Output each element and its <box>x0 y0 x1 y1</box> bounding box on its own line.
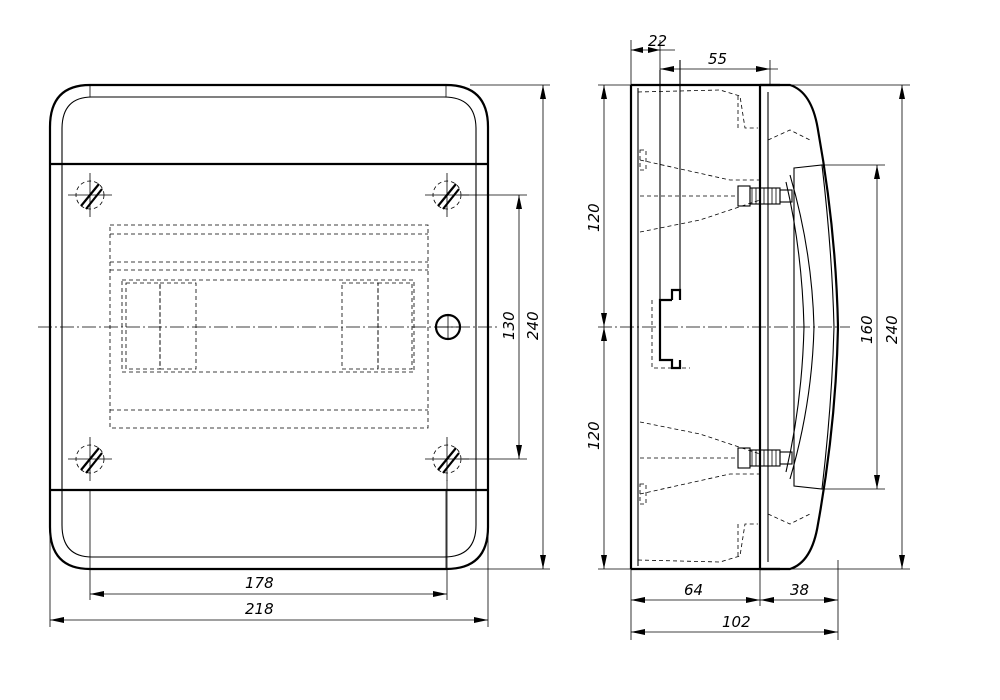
dim-label-160: 160 <box>858 315 876 344</box>
front-screw <box>425 437 469 481</box>
front-screw <box>68 173 112 217</box>
front-hidden-window <box>109 224 429 429</box>
dim-label-130: 130 <box>500 311 518 340</box>
dim-240-side: 240 <box>790 84 910 570</box>
dim-label-218: 218 <box>245 600 274 618</box>
front-hidden-module <box>377 282 413 370</box>
side-hidden-bottom <box>637 523 758 563</box>
front-hidden-rail <box>121 279 415 373</box>
side-hidden-top <box>637 89 758 129</box>
side-hidden-clip <box>639 483 647 505</box>
side-hidden-rail <box>651 300 690 369</box>
dim-130: 130 <box>462 194 527 460</box>
side-hidden-taper <box>639 159 760 181</box>
dim-64-38: 64 38 <box>630 560 839 640</box>
dim-label-38: 38 <box>790 581 809 599</box>
dim-218: 218 <box>49 530 489 627</box>
front-screw <box>68 437 112 481</box>
side-hidden-taper <box>639 421 761 455</box>
front-hidden-module <box>125 282 161 370</box>
side-hidden-taper <box>639 199 761 233</box>
side-hidden-clip <box>639 149 647 171</box>
front-screw <box>425 173 469 217</box>
dim-120-upper: 120 <box>585 84 631 327</box>
side-screw-lower <box>640 447 793 469</box>
side-view: 22 55 120 120 <box>585 32 910 640</box>
side-hidden-side <box>767 513 811 525</box>
dim-55: 55 <box>660 50 778 85</box>
dim-240-front: 240 <box>470 84 550 570</box>
dim-160: 160 <box>822 164 885 490</box>
side-hidden-side <box>767 129 811 141</box>
side-cover-profile <box>760 83 840 571</box>
dim-label-64: 64 <box>684 581 703 599</box>
front-hidden-module <box>159 282 197 370</box>
dim-label-178: 178 <box>245 574 274 592</box>
dim-label-102: 102 <box>722 613 751 631</box>
front-view: 178 218 130 240 <box>38 83 550 627</box>
dim-120-lower: 120 <box>585 327 631 570</box>
dim-label-240-front: 240 <box>524 311 542 340</box>
dim-label-120-upper: 120 <box>585 203 603 232</box>
front-inner-rim <box>61 96 477 558</box>
side-hidden-taper <box>639 473 760 495</box>
dim-label-55: 55 <box>708 50 727 68</box>
side-screw-upper <box>640 185 793 207</box>
dim-102: 102 <box>631 613 838 635</box>
side-din-rail <box>658 288 682 370</box>
front-hidden-module <box>341 282 379 370</box>
dim-22: 22 <box>630 32 675 85</box>
side-window-outer <box>793 164 835 490</box>
dim-label-22: 22 <box>648 32 667 50</box>
dim-178: 178 <box>89 480 448 600</box>
dim-label-120-lower: 120 <box>585 421 603 450</box>
dim-label-240-side: 240 <box>883 315 901 344</box>
